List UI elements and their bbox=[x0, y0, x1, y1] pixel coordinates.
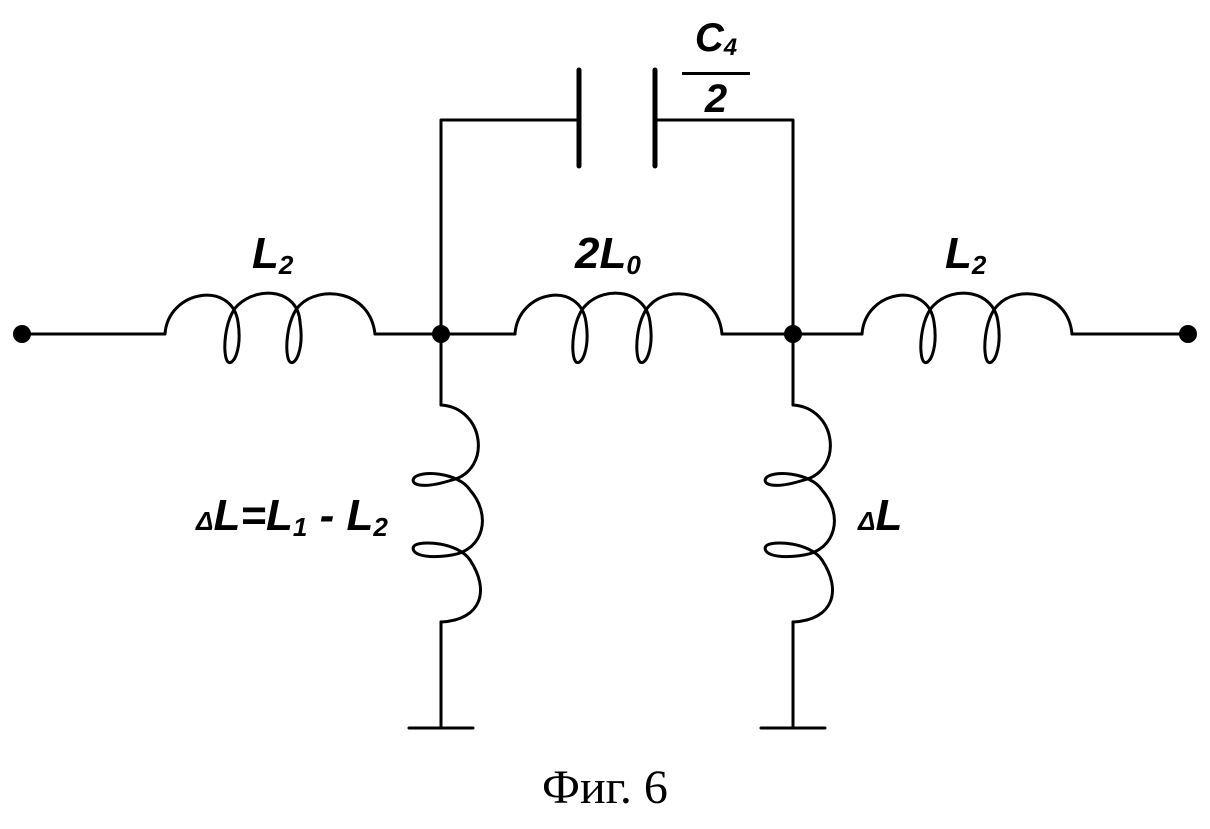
inductor-middle-series bbox=[513, 291, 724, 364]
label-series-right: L2 bbox=[945, 229, 987, 280]
capacitor-denominator: 2 bbox=[704, 77, 728, 121]
inductor-right-series bbox=[860, 291, 1074, 364]
figure-caption: Фиг. 6 bbox=[542, 761, 668, 814]
label-capacitor: C4 2 bbox=[680, 18, 752, 119]
label-series-middle: 2L0 bbox=[575, 229, 641, 280]
capacitor-numerator: C4 bbox=[694, 16, 738, 61]
inductor-left-shunt bbox=[411, 403, 484, 624]
inductor-right-shunt bbox=[763, 403, 836, 624]
capacitor-wire-right bbox=[653, 118, 795, 336]
fraction-bar bbox=[682, 72, 750, 75]
capacitor-wire-left bbox=[439, 118, 581, 336]
inductor-left-series bbox=[163, 291, 377, 364]
label-shunt-right: ΔL bbox=[858, 491, 903, 540]
label-series-left: L2 bbox=[252, 229, 294, 280]
label-shunt-left: ΔL=L1 - L2 bbox=[196, 491, 388, 542]
